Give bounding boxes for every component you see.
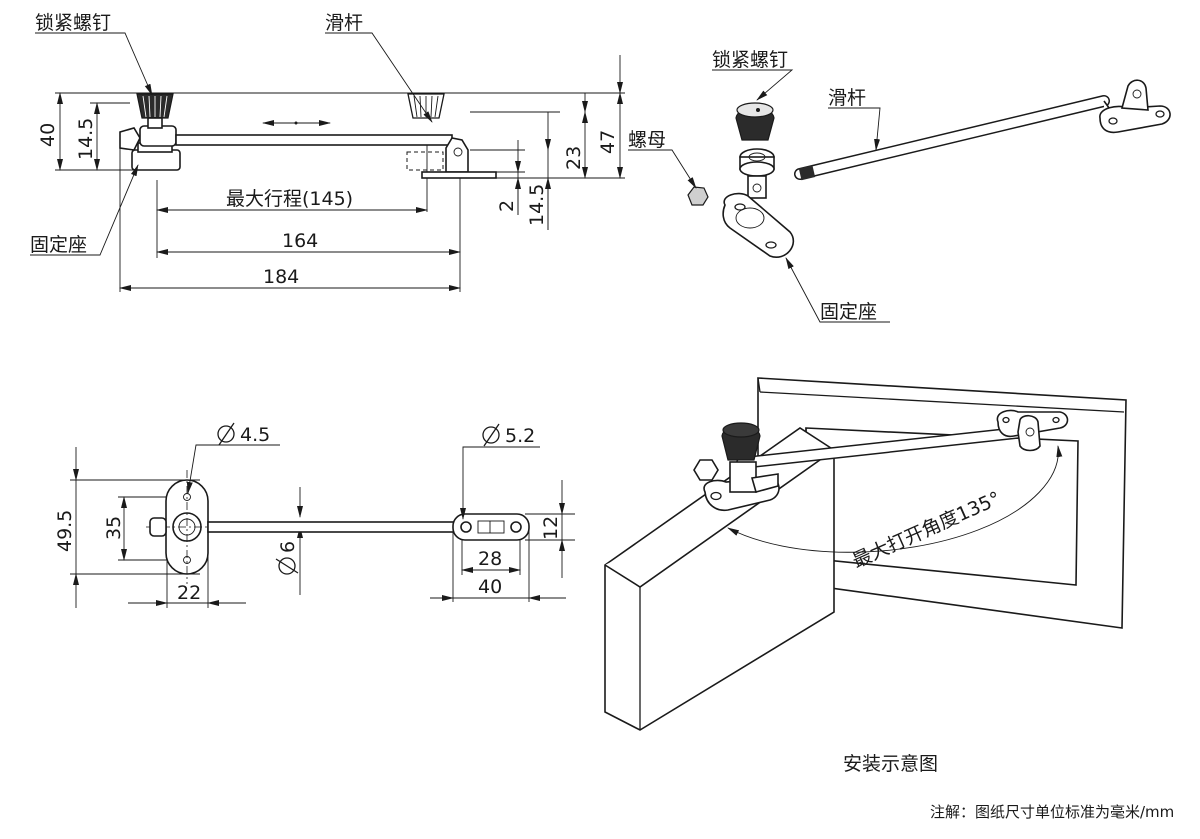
dim-text-12: 12: [540, 516, 562, 540]
install-slide-rod: [737, 427, 1030, 468]
label-slide-rod: 滑杆: [325, 12, 363, 34]
top-rod-end-plate: [452, 513, 530, 541]
slide-rod: [175, 134, 453, 146]
install-nut: [693, 459, 719, 481]
label-exploded-nut: 螺母: [628, 129, 666, 151]
fixed-seat-left: [131, 149, 181, 171]
rod-end-bracket: [445, 137, 469, 173]
install-caption: 安装示意图: [843, 753, 938, 775]
dim-text-22: 22: [177, 582, 201, 604]
lock-screw-knob-ghost: [407, 93, 445, 119]
leader-exploded-fixed-seat: [785, 257, 890, 323]
leader-exploded-slide-rod: [828, 107, 881, 151]
dim-text-dia-4-5: 4.5: [240, 424, 270, 446]
dim-text-14-5-left: 14.5: [75, 118, 97, 160]
dim-text-28: 28: [478, 548, 502, 570]
leader-slide-rod: [325, 32, 433, 123]
dim-text-14-5-right: 14.5: [526, 184, 548, 226]
rod-end-plate: [421, 171, 497, 179]
dim-text-184: 184: [263, 266, 299, 288]
label-exploded-fixed-seat: 固定座: [820, 301, 877, 323]
dim-text-40: 40: [37, 123, 59, 147]
leader-exploded-nut: [628, 149, 697, 189]
exploded-screw-stem: [747, 175, 767, 199]
dim-text-40: 40: [478, 576, 502, 598]
dia-5-2-label: 5.2: [482, 423, 535, 447]
install-slider: [729, 461, 757, 493]
dim-text-23: 23: [563, 146, 585, 170]
leader-dia-5-2: [460, 446, 540, 520]
label-exploded-slide-rod: 滑杆: [828, 87, 866, 109]
top-view: 4.5 5.2 6 49.5 35 22 28 40 12: [54, 422, 575, 608]
exploded-rod-end-plate: [1099, 105, 1171, 134]
leader-fixed-seat: [30, 164, 139, 256]
dim-text-164: 164: [282, 230, 318, 252]
dim-text-dia-6: 6: [277, 541, 299, 553]
label-fixed-seat: 固定座: [30, 234, 87, 256]
exploded-nut: [687, 186, 709, 206]
front-view: 锁紧螺钉 滑杆 固定座 最大行程(145) 164 184 40 14.5 23…: [30, 12, 625, 292]
dia-4-5-label: 4.5: [217, 422, 270, 446]
lock-screw-neck: [147, 117, 163, 129]
exploded-view: 锁紧螺钉 滑杆 螺母 固定座: [628, 49, 1171, 323]
dim-text-2: 2: [496, 200, 518, 212]
exploded-fixed-seat: [722, 192, 795, 258]
dim-text-49-5: 49.5: [54, 510, 76, 552]
footer-note: 注解：图纸尺寸单位标准为毫米/mm: [930, 803, 1174, 821]
leader-exploded-lock-screw: [712, 69, 794, 101]
leader-lock-screw: [35, 32, 153, 96]
slider-body: [139, 125, 177, 147]
dim-text-max-travel: 最大行程(145): [226, 188, 353, 210]
dia-6-label: 6: [275, 541, 299, 575]
top-slide-rod: [207, 521, 457, 533]
top-nut: [149, 517, 167, 537]
fixed-seat-ghost: [406, 151, 444, 171]
exploded-slide-rod: [795, 96, 1109, 179]
label-lock-screw: 锁紧螺钉: [35, 12, 111, 34]
dim-text-dia-5-2: 5.2: [505, 425, 535, 447]
install-angle-arc: [727, 445, 1063, 553]
leader-dia-4-5: [186, 444, 280, 494]
nut-left: [119, 127, 141, 151]
dim-text-35: 35: [103, 516, 125, 540]
label-exploded-lock-screw: 锁紧螺钉: [712, 49, 788, 71]
install-view: 最大打开角度135° 安装示意图: [604, 377, 1127, 775]
dim-text-47: 47: [597, 130, 619, 154]
